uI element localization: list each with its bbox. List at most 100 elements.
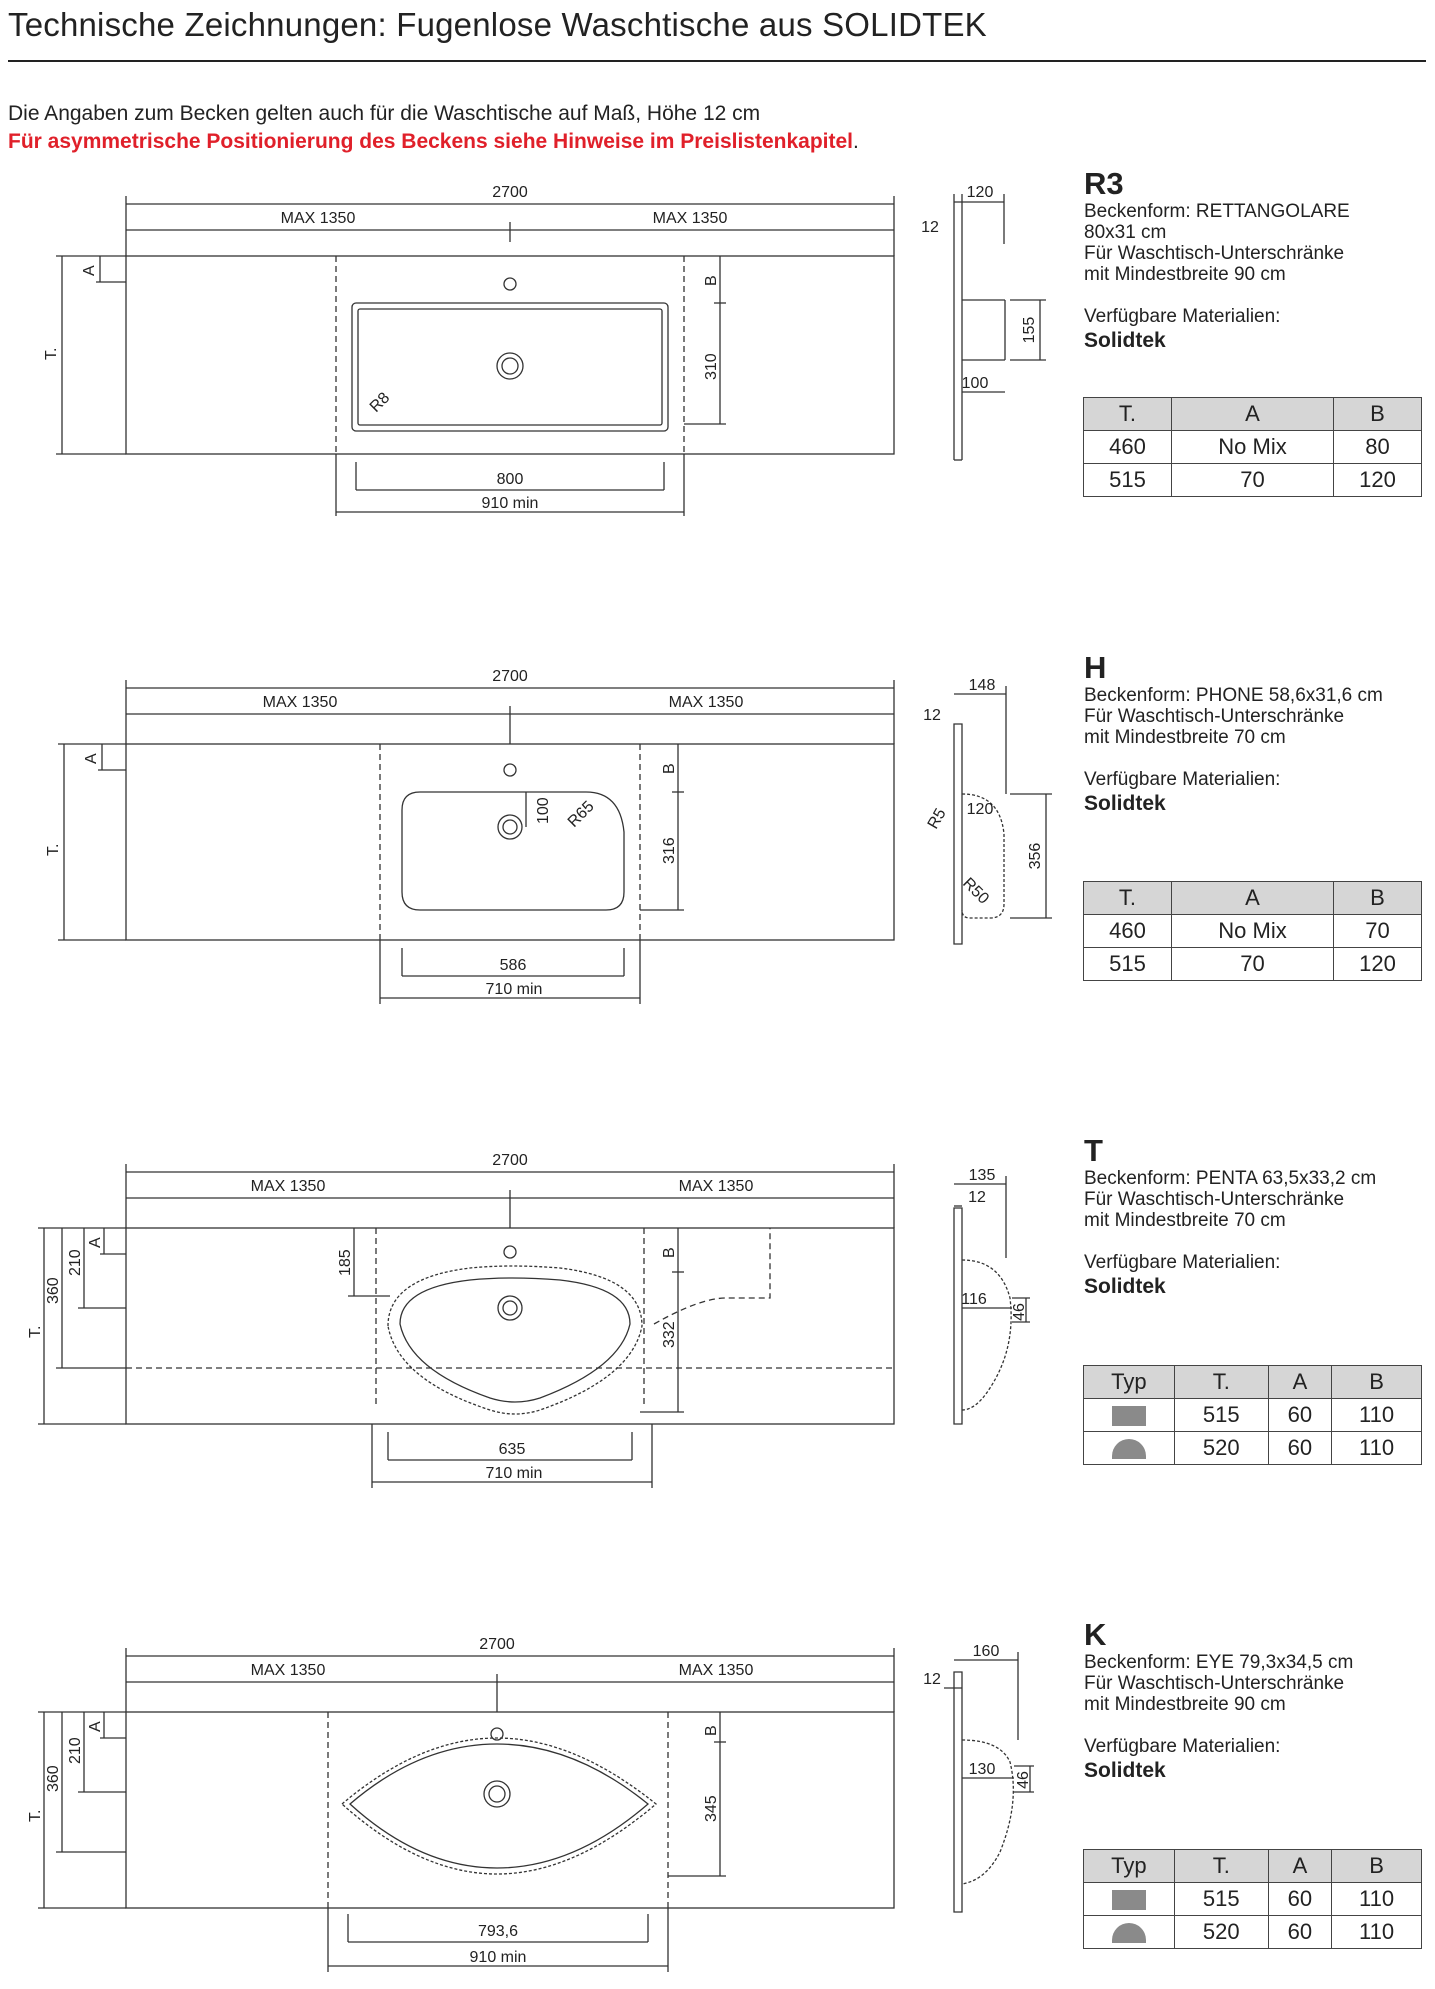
table-header: A: [1267, 1849, 1333, 1883]
table-cell: 110: [1331, 1398, 1422, 1432]
dim-b-depth: 310: [703, 353, 720, 380]
material: Solidtek: [1084, 329, 1166, 352]
materials-label: Verfügbare Materialien:: [1084, 306, 1281, 327]
type-swatch-round: [1083, 1915, 1175, 1949]
warning-period: .: [853, 130, 859, 153]
model-code: T: [1084, 1133, 1103, 1168]
cabinet-note: Für Waschtisch-Unterschränke: [1084, 1189, 1345, 1210]
dim-depth: T.: [27, 1326, 44, 1338]
dim-depth: T.: [43, 348, 60, 360]
type-swatch-rect: [1083, 1882, 1175, 1916]
dim-total-width: 2700: [492, 1152, 528, 1169]
basin-shape: Beckenform: PHONE 58,6x31,6 cm: [1084, 685, 1383, 706]
table-cell: No Mix: [1170, 914, 1335, 948]
page-title: Technische Zeichnungen: Fugenlose Wascht…: [8, 6, 987, 43]
drawing-h: 2700 MAX 1350 MAX 1350 100 R65 T. A B 31…: [0, 664, 1060, 1014]
min-width-note: mit Mindestbreite 70 cm: [1084, 1210, 1286, 1231]
dim-side-top: 148: [969, 677, 996, 694]
cabinet-note: Für Waschtisch-Unterschränke: [1084, 1673, 1345, 1694]
basin-phone: [401, 791, 625, 911]
dim-b-depth: 332: [661, 1321, 678, 1348]
material: Solidtek: [1084, 1275, 1166, 1298]
dim-side-inner: 116: [961, 1291, 987, 1308]
table-header: T.: [1173, 1849, 1269, 1883]
intro-text: Die Angaben zum Becken gelten auch für d…: [8, 102, 761, 125]
table-cell: 515: [1083, 947, 1172, 981]
dim-min-width: 910 min: [482, 495, 539, 512]
dim-46: 46: [1011, 1303, 1028, 1321]
table-cell: 60: [1267, 1915, 1333, 1949]
warning-text: Für asymmetrische Positionierung des Bec…: [8, 130, 859, 154]
table-cell: 460: [1083, 430, 1172, 464]
countertop-top-view: [125, 1711, 895, 1909]
table-cell: 80: [1333, 430, 1422, 464]
dim-side-top: 160: [973, 1643, 1000, 1660]
table-header: B: [1333, 397, 1422, 431]
dim-max-left: MAX 1350: [251, 1178, 326, 1195]
dim-total-width: 2700: [492, 184, 528, 201]
table-cell: 515: [1173, 1398, 1269, 1432]
tap-hole: [503, 763, 517, 777]
dim-min-width: 710 min: [486, 981, 543, 998]
dim-basin-width: 793,6: [478, 1923, 518, 1940]
dim-thickness: 12: [921, 219, 939, 236]
basin-shape: Beckenform: EYE 79,3x34,5 cm: [1084, 1652, 1354, 1673]
dim-a: A: [87, 1237, 104, 1248]
dim-total-width: 2700: [492, 668, 528, 685]
dim-radius: R8: [367, 389, 394, 416]
table-header: T.: [1083, 881, 1172, 915]
table-header: A: [1267, 1365, 1333, 1399]
dim-max-right: MAX 1350: [653, 210, 728, 227]
dim-side-depth: 155: [1021, 317, 1038, 344]
dim-thickness: 12: [923, 1671, 941, 1688]
table-cell: 70: [1170, 947, 1335, 981]
dim-side-top: 120: [967, 184, 994, 201]
dim-radius: R65: [565, 798, 598, 831]
dim-b-depth: 316: [661, 837, 678, 864]
info-r3: R3 Beckenform: RETTANGOLARE 80x31 cm Für…: [1084, 168, 1429, 351]
cabinet-note: Für Waschtisch-Unterschränke: [1084, 243, 1345, 264]
table-cell: 60: [1267, 1882, 1333, 1916]
dim-tap-dist: 100: [535, 797, 552, 824]
min-width-note: mit Mindestbreite 90 cm: [1084, 1694, 1286, 1715]
tap-hole: [490, 1727, 504, 1741]
drain: [497, 814, 523, 840]
dim-depth: T.: [45, 844, 62, 856]
dim-210: 210: [67, 1737, 84, 1764]
dim-thickness: 12: [923, 707, 941, 724]
dim-a: A: [81, 265, 98, 276]
dim-a: A: [83, 753, 100, 764]
table-header: B: [1333, 881, 1422, 915]
materials-label: Verfügbare Materialien:: [1084, 1252, 1281, 1273]
countertop-top-view: [125, 255, 895, 455]
basin-rect: [351, 302, 669, 432]
material: Solidtek: [1084, 1759, 1166, 1782]
countertop-top-view: [125, 1227, 895, 1425]
min-width-note: mit Mindestbreite 70 cm: [1084, 727, 1286, 748]
dim-max-right: MAX 1350: [679, 1662, 754, 1679]
table-header: A: [1170, 397, 1335, 431]
dim-max-right: MAX 1350: [679, 1178, 754, 1195]
table-cell: No Mix: [1170, 430, 1335, 464]
countertop-top-view: [125, 743, 895, 941]
dim-b: B: [703, 1725, 720, 1736]
dim-46: 46: [1015, 1771, 1032, 1789]
basin-size: 80x31 cm: [1084, 222, 1167, 243]
info-h: H Beckenform: PHONE 58,6x31,6 cm Für Was…: [1084, 652, 1429, 814]
dim-r50: R50: [959, 875, 992, 908]
table-cell: 60: [1267, 1431, 1333, 1465]
table-header: Typ: [1083, 1365, 1175, 1399]
table-header: T.: [1083, 397, 1172, 431]
table-cell: 520: [1173, 1431, 1269, 1465]
dim-max-left: MAX 1350: [281, 210, 356, 227]
type-swatch-rect: [1083, 1398, 1175, 1432]
table-cell: 110: [1331, 1915, 1422, 1949]
